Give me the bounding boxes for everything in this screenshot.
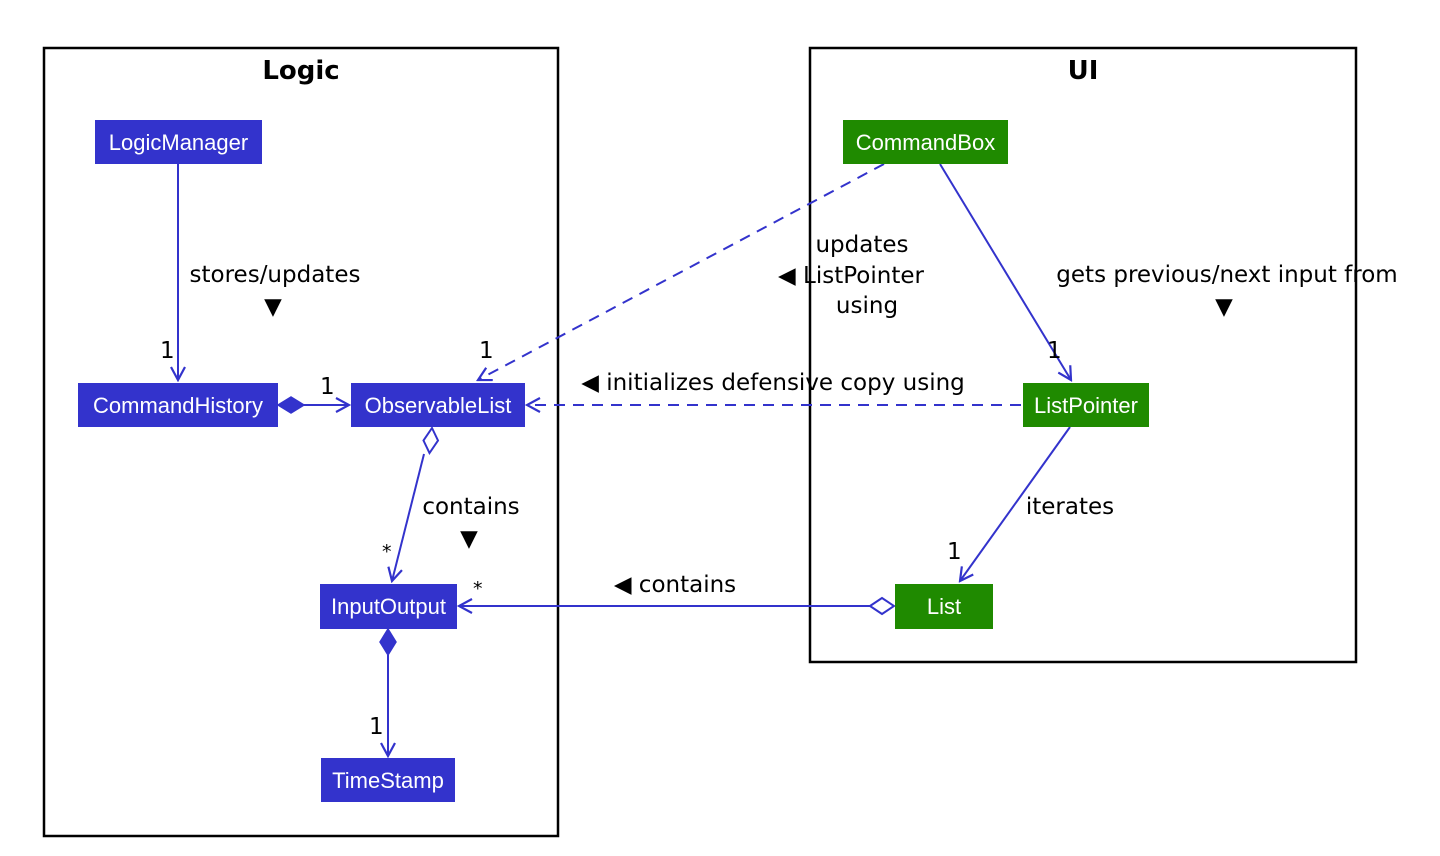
class-list-pointer: ListPointer — [1023, 383, 1149, 427]
edge-iterates — [960, 426, 1071, 581]
label-initializes-copy: ◀ initializes defensive copy using — [581, 370, 965, 396]
edge-updates-pointer — [478, 163, 885, 380]
label-updates-line2: ◀ ListPointer — [778, 263, 924, 289]
class-command-history: CommandHistory — [78, 383, 278, 427]
arrow-contains-obs: ▼ — [460, 526, 478, 552]
composition-diamond-history — [276, 396, 306, 414]
mult-contains-obs: * — [382, 541, 392, 563]
class-time-stamp: TimeStamp — [321, 758, 455, 802]
class-observable-list: ObservableList — [351, 383, 525, 427]
class-command-box: CommandBox — [843, 120, 1008, 164]
class-list: List — [895, 584, 993, 629]
label-iterates: iterates — [1026, 494, 1114, 520]
ui-package: UI — [808, 46, 1358, 664]
mult-updates-pointer: 1 — [479, 338, 494, 364]
class-list-pointer-label: ListPointer — [1034, 393, 1138, 418]
edge-contains-obs — [392, 453, 425, 581]
mult-history-list: 1 — [320, 374, 335, 400]
logic-package-title: Logic — [262, 56, 339, 86]
arrow-stores-updates: ▼ — [264, 294, 282, 320]
class-command-history-label: CommandHistory — [93, 393, 263, 418]
mult-io-timestamp: 1 — [369, 714, 384, 740]
label-contains-list: ◀ contains — [614, 572, 736, 598]
arrow-gets-previous: ▼ — [1215, 294, 1233, 320]
class-input-output: InputOutput — [320, 584, 457, 629]
composition-diamond-io — [379, 627, 397, 657]
label-stores-updates: stores/updates — [190, 262, 361, 288]
aggregation-diamond-obs — [422, 426, 440, 455]
class-command-box-label: CommandBox — [856, 130, 995, 155]
class-logic-manager: LogicManager — [95, 120, 262, 164]
label-gets-previous: gets previous/next input from — [1056, 262, 1397, 288]
ui-package-title: UI — [1068, 56, 1099, 86]
class-input-output-label: InputOutput — [331, 594, 446, 619]
label-contains-obs: contains — [422, 494, 519, 520]
class-logic-manager-label: LogicManager — [109, 130, 248, 155]
edge-gets-previous — [939, 163, 1071, 380]
mult-contains-list: * — [473, 578, 483, 600]
aggregation-diamond-list — [868, 596, 896, 616]
mult-iterates: 1 — [947, 539, 962, 565]
mult-stores-updates: 1 — [160, 338, 175, 364]
class-time-stamp-label: TimeStamp — [332, 768, 444, 793]
label-updates-line3: using — [836, 293, 898, 319]
mult-gets-previous: 1 — [1047, 338, 1062, 364]
class-observable-list-label: ObservableList — [365, 393, 512, 418]
logic-package: Logic — [42, 46, 560, 838]
class-list-label: List — [927, 594, 961, 619]
label-updates-line1: updates — [815, 232, 908, 258]
